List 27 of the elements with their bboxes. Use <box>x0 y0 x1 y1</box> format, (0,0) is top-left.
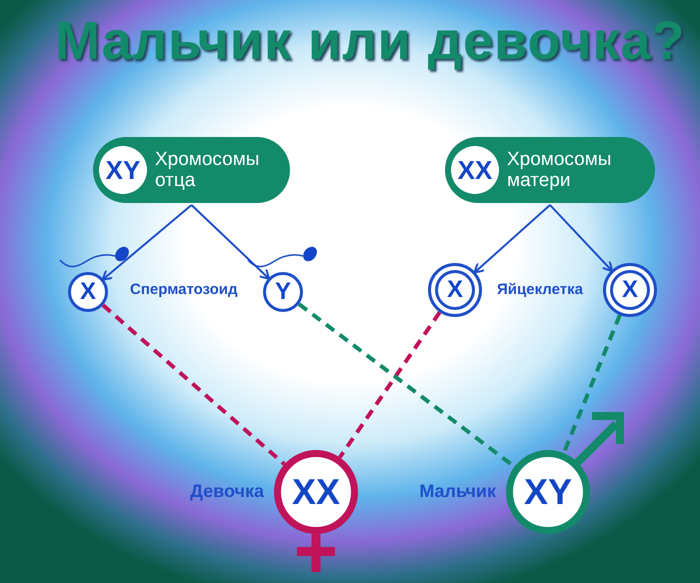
chromosome-label: XX <box>458 154 492 186</box>
arrow <box>549 204 614 272</box>
chromosome-circle <box>451 146 499 194</box>
egg-circle <box>603 263 657 317</box>
dashed-line <box>338 311 442 459</box>
chromosome-label: XX <box>292 471 340 513</box>
chromosome-label: X <box>446 276 463 304</box>
pill-label: Хромосомы отца <box>155 149 260 192</box>
chromosome-circle <box>99 146 147 194</box>
chromosome-label: X <box>622 276 638 304</box>
arrow <box>190 204 270 280</box>
chromosome-label: XY <box>524 471 572 513</box>
dashed-line <box>562 314 622 454</box>
sperm-circle <box>263 272 303 312</box>
arrow <box>473 204 551 274</box>
chromosome-label: Y <box>274 278 291 306</box>
gender-label: Девочка <box>190 481 264 502</box>
gender-label: Мальчик <box>419 481 496 502</box>
cell-type-label: Сперматозоид <box>130 281 238 298</box>
chromosome-label: XY <box>106 154 140 186</box>
pill-label: Хромосомы матери <box>507 149 612 192</box>
egg-circle <box>428 263 482 317</box>
chromosome-label: X <box>80 278 96 306</box>
dashed-line <box>102 304 286 466</box>
arrow <box>102 204 192 281</box>
cell-type-label: Яйцеклетка <box>497 281 583 298</box>
sperm-circle <box>68 272 108 312</box>
